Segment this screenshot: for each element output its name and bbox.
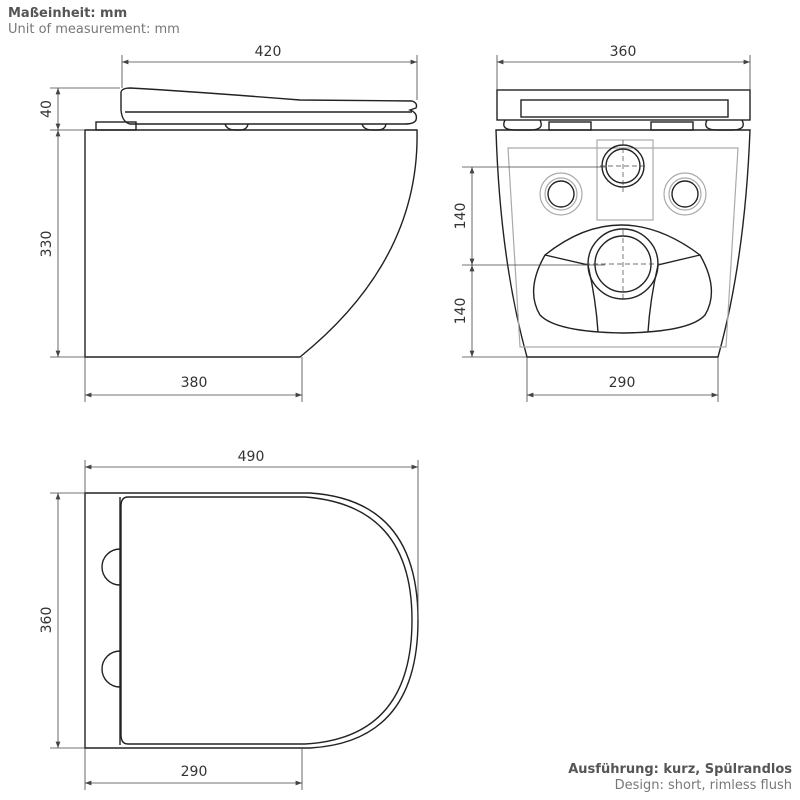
dim-upper-spacing: 140 — [453, 203, 469, 230]
design-label-de: Ausführung: kurz, Spülrandlos — [568, 762, 792, 777]
dim-front-base-width: 290 — [609, 375, 636, 391]
design-label-en: Design: short, rimless flush — [614, 778, 792, 793]
dim-front-width: 360 — [610, 44, 637, 60]
side-view: 420 40 330 380 — [39, 44, 418, 402]
dim-top-width: 360 — [39, 607, 55, 634]
dim-top-length: 490 — [238, 449, 265, 465]
dim-base-length: 380 — [181, 375, 208, 391]
dim-lower-spacing: 140 — [453, 298, 469, 325]
dim-top-base-length: 290 — [181, 764, 208, 780]
top-view: 490 360 290 — [39, 449, 419, 790]
front-view: 360 140 140 290 — [453, 44, 751, 402]
unit-label-de: Maßeinheit: mm — [8, 6, 128, 21]
dim-body-height: 330 — [39, 231, 55, 258]
dim-seat-length: 420 — [255, 44, 282, 60]
dim-seat-height: 40 — [39, 100, 55, 118]
unit-label-en: Unit of measurement: mm — [8, 22, 180, 37]
